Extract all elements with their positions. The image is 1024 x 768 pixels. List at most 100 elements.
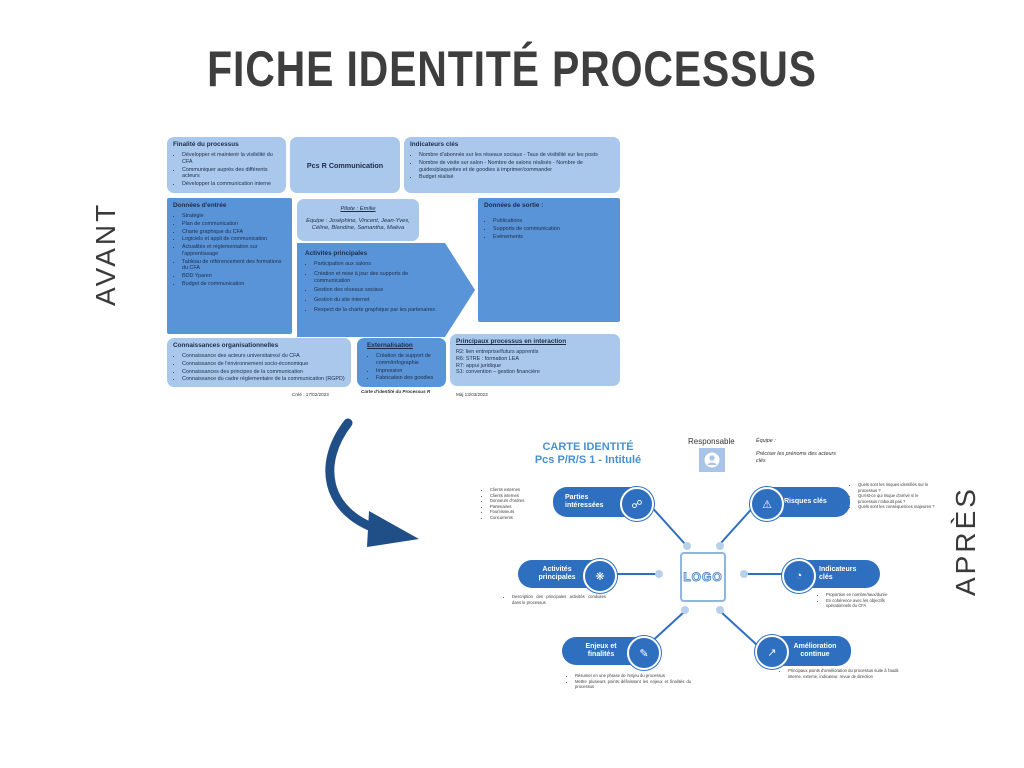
list-item: Résumer en une phrase de l'enjeu du proc… — [575, 673, 691, 679]
list-item: R7: appui juridique — [456, 362, 501, 369]
process-name-box: Pcs R Communication — [290, 137, 400, 193]
pilote-text: Pilote : Emilie — [340, 206, 376, 212]
apres-title-line1: CARTE IDENTITÉ — [542, 441, 634, 453]
list-item: Proportion en nombre/taux/durée — [826, 592, 910, 598]
list-item: BDD Ypareo — [182, 273, 286, 280]
list-item: Budget réalisé — [419, 174, 614, 181]
finalite-heading: Finalité du processus — [173, 141, 239, 148]
apres-title-line2: Pcs P/R/S 1 - Intitulé — [534, 454, 642, 466]
list-item: S1: convention – gestion financière — [456, 369, 540, 376]
connector-dot — [740, 570, 748, 578]
list-item: Mettre plusieurs points définissant les … — [575, 679, 691, 690]
list-item: Connaissances des principes de la commun… — [182, 369, 345, 376]
list-item: Concurrents — [490, 515, 550, 521]
list-item: Développer et maintenir la visibilité du… — [182, 152, 280, 166]
process-name: Pcs R Communication — [306, 160, 384, 170]
list-item: Donneurs d'ordres — [490, 498, 550, 504]
list-item: Publications — [493, 218, 614, 225]
list-item: Connaissance du cadre réglementaire de l… — [182, 376, 345, 383]
list-item: Quels sont les conséquences majeures ? — [858, 504, 936, 510]
card-caption: Carte d'identité du Processus R — [361, 389, 431, 394]
list-item: Développer la communication interne — [182, 181, 280, 188]
avant-card: Finalité du processus Développer et main… — [166, 136, 621, 404]
transition-arrow — [325, 418, 419, 547]
connector-dot — [655, 570, 663, 578]
enjeux-notes: Résumer en une phrase de l'enjeu du proc… — [569, 673, 691, 690]
parties-label: Parties intéressées — [565, 493, 604, 510]
list-item: Tableau de référencement des formations … — [182, 259, 286, 273]
updated-date: Màj 13/03/2023 — [456, 392, 488, 397]
list-item: Evénements — [493, 234, 614, 241]
enjeux-label: Enjeux et finalités — [585, 642, 617, 659]
list-item: Communiquer auprès des différents acteur… — [182, 167, 280, 181]
indicateurs-label: Indicateurs clés — [819, 565, 857, 582]
interaction-heading: Principaux processus en interaction — [456, 338, 567, 345]
list-item: Plan de communication — [182, 221, 286, 228]
entree-heading: Données d'entrée — [173, 202, 227, 209]
equipe-hint: Préciser les prénoms des acteurs clés — [756, 451, 836, 464]
list-item: Clients internes — [490, 493, 550, 499]
connaissances-heading: Connaissances organisationnelles — [173, 342, 279, 349]
activites-box: Activités principales Participation aux … — [299, 246, 449, 334]
list-item: Charte graphique du CFA — [182, 229, 286, 236]
connaissances-box: Connaissances organisationnelles Connais… — [167, 338, 351, 387]
amelioration-notes: Principaux points d'amélioration du proc… — [782, 668, 908, 679]
pilote-box: Pilote : Emilie Equipe : Joséphine, Vinc… — [297, 199, 419, 241]
connector-dot — [681, 606, 689, 614]
parties-notes: Clients externes Clients internes Donneu… — [484, 487, 550, 521]
list-item: Impression — [376, 368, 440, 375]
list-item: Clients externes — [490, 487, 550, 493]
entree-box: Données d'entrée Stratégie Plan de commu… — [167, 198, 292, 334]
list-item: Principaux points d'amélioration du proc… — [788, 668, 908, 679]
equipe-text: Equipe : Joséphine, Vincent, Jean-Yves, … — [306, 218, 410, 232]
indicateurs-notes: Proportion en nombre/taux/durée En cohér… — [820, 592, 910, 609]
apres-title: CARTE IDENTITÉ Pcs P/R/S 1 - Intitulé — [508, 441, 668, 467]
list-item: Qu'est-ce qui risque d'arrivé si le proc… — [858, 493, 936, 504]
handshake-icon: ☍ — [620, 487, 654, 521]
equipe-label: Équipe : — [756, 438, 776, 444]
amelioration-label: Amélioration continue — [793, 642, 837, 659]
list-item: Création de support de comm/infographie — [376, 353, 440, 367]
activites-label: Activités principales — [538, 565, 576, 582]
sortie-box: Données de sortie : Publications Support… — [478, 198, 620, 322]
indicateurs-box: Indicateurs clés Nombre d'abonnés sur le… — [404, 137, 620, 193]
activites-heading: Activités principales — [305, 250, 368, 257]
connector-dot — [683, 542, 691, 550]
responsable-label: Responsable — [688, 437, 735, 446]
list-item: Stratégie — [182, 213, 286, 220]
list-item: Connaissance de l'environnement socio-éc… — [182, 361, 345, 368]
list-item: En cohérence avec les objectifs opératio… — [826, 598, 910, 609]
logo-placeholder: LOGO — [680, 552, 726, 602]
list-item: Gestion du site internet — [314, 297, 443, 304]
network-gear-icon: ❋ — [583, 559, 617, 593]
list-item: Actualités et réglementation sur l'appre… — [182, 244, 286, 258]
list-item: R2: lien entreprise/futurs apprentis — [456, 349, 539, 355]
activites-notes: Description des principales activités co… — [506, 594, 606, 605]
activites-arrow-shape — [297, 243, 475, 337]
list-item: Quels sont les risques identifiés sur le… — [858, 482, 936, 493]
list-item: Nombre d'abonnés sur les réseaux sociaux… — [419, 152, 614, 159]
list-item: Partenaires — [490, 504, 550, 510]
list-item: Logiciels et appli de communication — [182, 236, 286, 243]
list-item: Connaissance des acteurs universitaires/… — [182, 353, 345, 360]
growth-chart-icon: ↗ — [755, 635, 789, 669]
page-title: FICHE IDENTITÉ PROCESSUS — [207, 41, 817, 97]
list-item: Fournisseurs — [490, 509, 550, 515]
logo-text: LOGO — [683, 570, 723, 585]
list-item: Supports de communication — [493, 226, 614, 233]
list-item: Nombre de visite sur salon - Nombre de s… — [419, 160, 614, 174]
externalisation-heading: Externalisation — [367, 342, 413, 349]
list-item: R6: STRE : formation LEA — [456, 355, 519, 362]
list-item: Participation aux salons — [314, 261, 443, 268]
indicateurs-heading: Indicateurs clés — [410, 141, 459, 148]
finalite-box: Finalité du processus Développer et main… — [167, 137, 286, 193]
connector-dot — [716, 542, 724, 550]
connector-dot — [716, 606, 724, 614]
risk-chart-icon: ⚠ — [750, 487, 784, 521]
sortie-heading: Données de sortie : — [484, 202, 544, 209]
avatar-icon — [699, 448, 725, 472]
clipboard-icon: ✎ — [627, 636, 661, 670]
externalisation-box: Externalisation Création de support de c… — [357, 338, 446, 387]
created-date: Créé : 17/02/2023 — [292, 392, 329, 397]
